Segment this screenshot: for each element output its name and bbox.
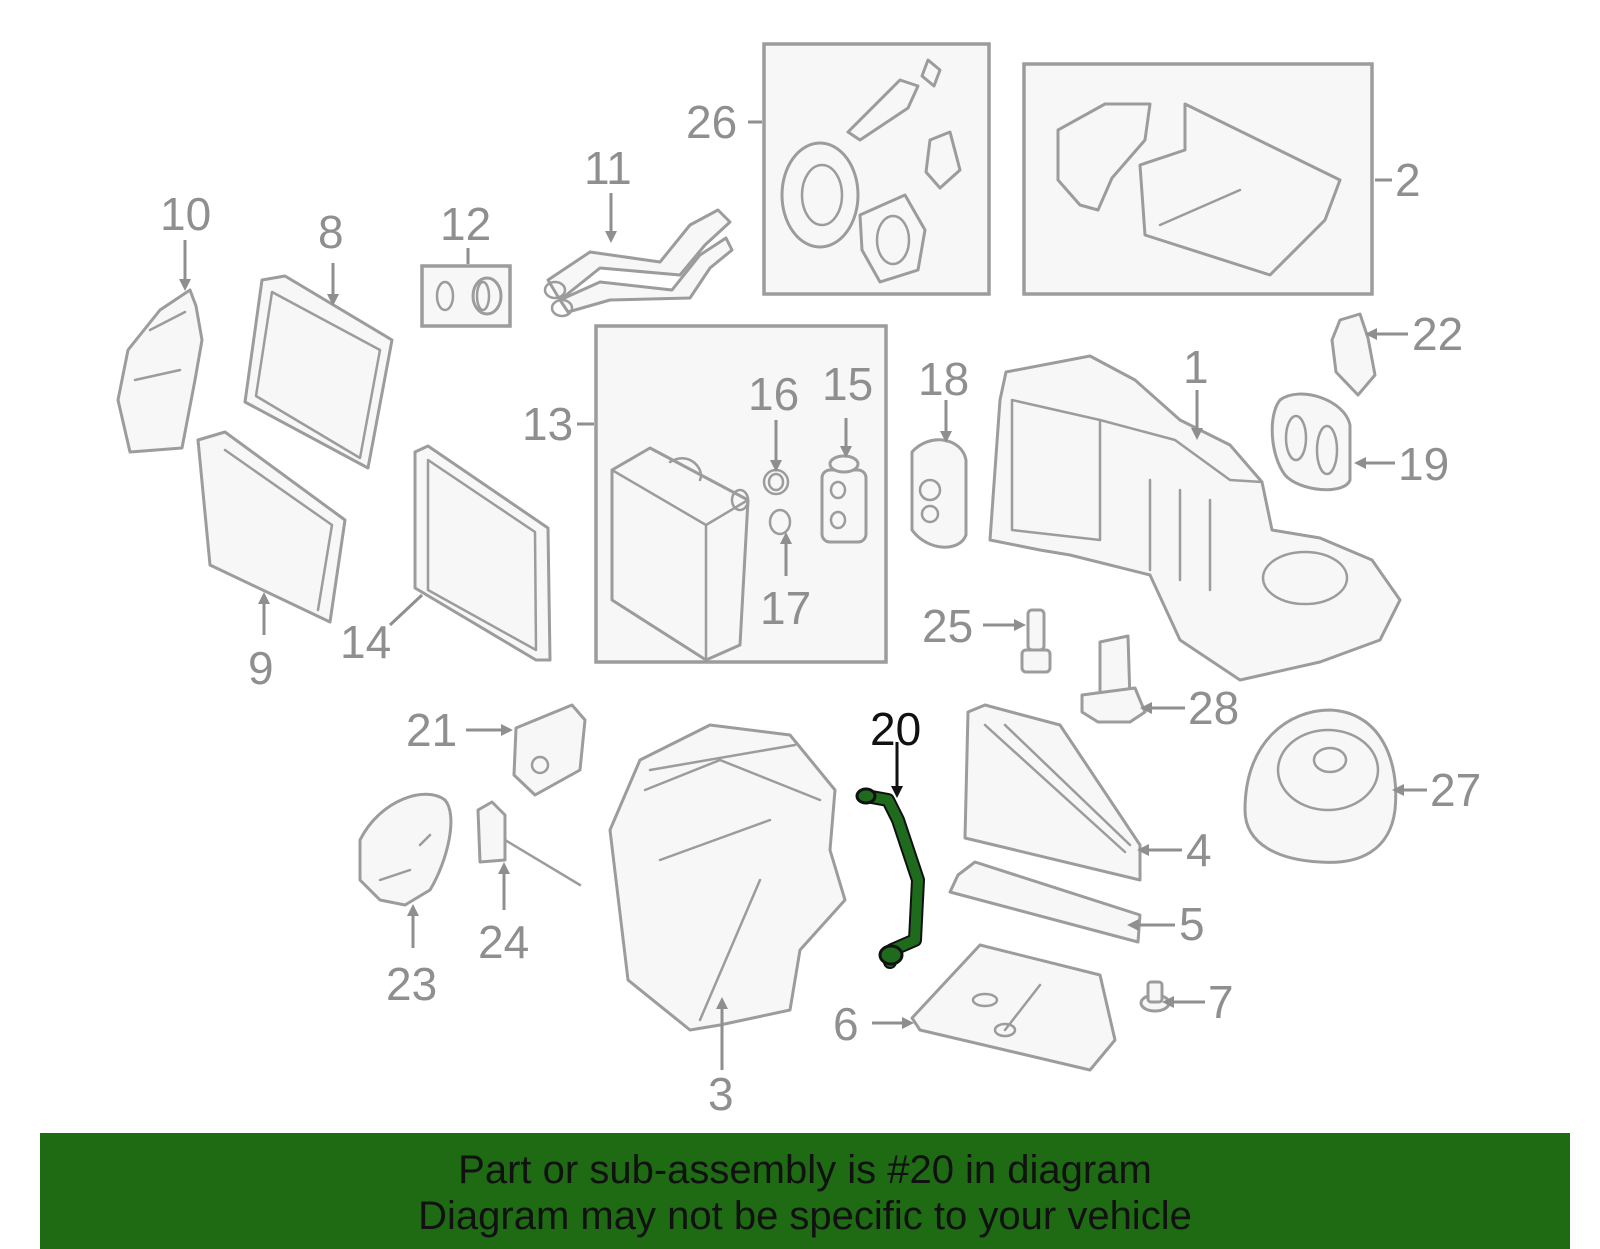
leader-lines	[183, 120, 1427, 1070]
part-1-hvac-housing[interactable]	[988, 354, 1402, 682]
part-3-hvac-lower-housing[interactable]	[608, 723, 847, 1032]
part-20-end-fitting-bottom	[878, 944, 904, 966]
info-banner: Part or sub-assembly is #20 in diagram D…	[40, 1133, 1570, 1249]
part-4-filter[interactable]	[963, 703, 1142, 882]
callout-18: 18	[918, 353, 969, 405]
callout-6: 6	[833, 998, 859, 1050]
callout-5: 5	[1179, 898, 1205, 950]
part-26-blend-door-kit[interactable]	[780, 58, 962, 284]
callout-8: 8	[318, 206, 344, 258]
callout-12: 12	[440, 198, 491, 250]
part-28-resistor[interactable]	[1080, 634, 1147, 724]
callout-2: 2	[1395, 154, 1421, 206]
part-10-duct[interactable]	[116, 288, 204, 454]
callout-10: 10	[160, 188, 211, 240]
callout-25: 25	[922, 600, 973, 652]
part-12-seal-rings[interactable]	[435, 276, 503, 316]
banner-line-2: Diagram may not be specific to your vehi…	[418, 1194, 1192, 1238]
part-6-tray[interactable]	[910, 943, 1117, 1072]
part-2-case-cover-kit[interactable]	[1056, 102, 1342, 277]
callout-17: 17	[760, 582, 811, 634]
callout-7: 7	[1208, 976, 1234, 1028]
part-8-cabin-filter[interactable]	[243, 274, 394, 470]
part-25-clip[interactable]	[1020, 608, 1052, 674]
callout-21: 21	[406, 704, 457, 756]
part-24-sensor-probe[interactable]	[476, 800, 582, 887]
callout-labels: 1 2 3 4 5 6 7 8 9 10 11 12 13 14 15 16 1…	[160, 96, 1481, 1120]
part-22-sensor[interactable]	[1330, 312, 1377, 397]
callout-20: 20	[870, 703, 921, 755]
part-11-heater-tubes[interactable]	[543, 208, 734, 318]
callout-15: 15	[822, 358, 873, 410]
callout-1: 1	[1183, 341, 1209, 393]
callout-16: 16	[748, 368, 799, 420]
part-15-expansion-valve[interactable]	[820, 454, 868, 544]
part-27-blower-motor[interactable]	[1243, 708, 1398, 864]
part-9-heater-core[interactable]	[196, 430, 347, 624]
callout-14: 14	[340, 616, 391, 668]
callout-26: 26	[686, 96, 737, 148]
banner-line-1: Part or sub-assembly is #20 in diagram	[458, 1148, 1152, 1192]
part-20-highlighted-hose[interactable]	[855, 787, 925, 969]
callout-11: 11	[584, 142, 632, 194]
leader-arrowheads	[179, 231, 1404, 1029]
callout-4: 4	[1186, 824, 1212, 876]
callout-20-arrowhead	[891, 786, 903, 798]
callout-24: 24	[478, 916, 529, 968]
callout-3: 3	[708, 1068, 734, 1120]
callout-27: 27	[1430, 764, 1481, 816]
part-14-filter-frame[interactable]	[413, 444, 552, 662]
part-23-motor[interactable]	[358, 792, 453, 907]
callout-13: 13	[522, 398, 573, 450]
callout-23: 23	[386, 958, 437, 1010]
part-13-evaporator[interactable]	[610, 446, 750, 662]
part-20-end-fitting-top	[855, 787, 877, 805]
callout-9: 9	[248, 642, 274, 694]
part-7-grommet[interactable]	[1139, 980, 1171, 1013]
part-21-actuator[interactable]	[512, 703, 587, 797]
callout-22: 22	[1412, 308, 1463, 360]
part-18-actuator[interactable]	[910, 438, 968, 549]
callout-28: 28	[1188, 682, 1239, 734]
part-19-seal[interactable]	[1270, 392, 1352, 492]
part-17-o-ring[interactable]	[768, 508, 792, 536]
callout-19: 19	[1398, 438, 1449, 490]
